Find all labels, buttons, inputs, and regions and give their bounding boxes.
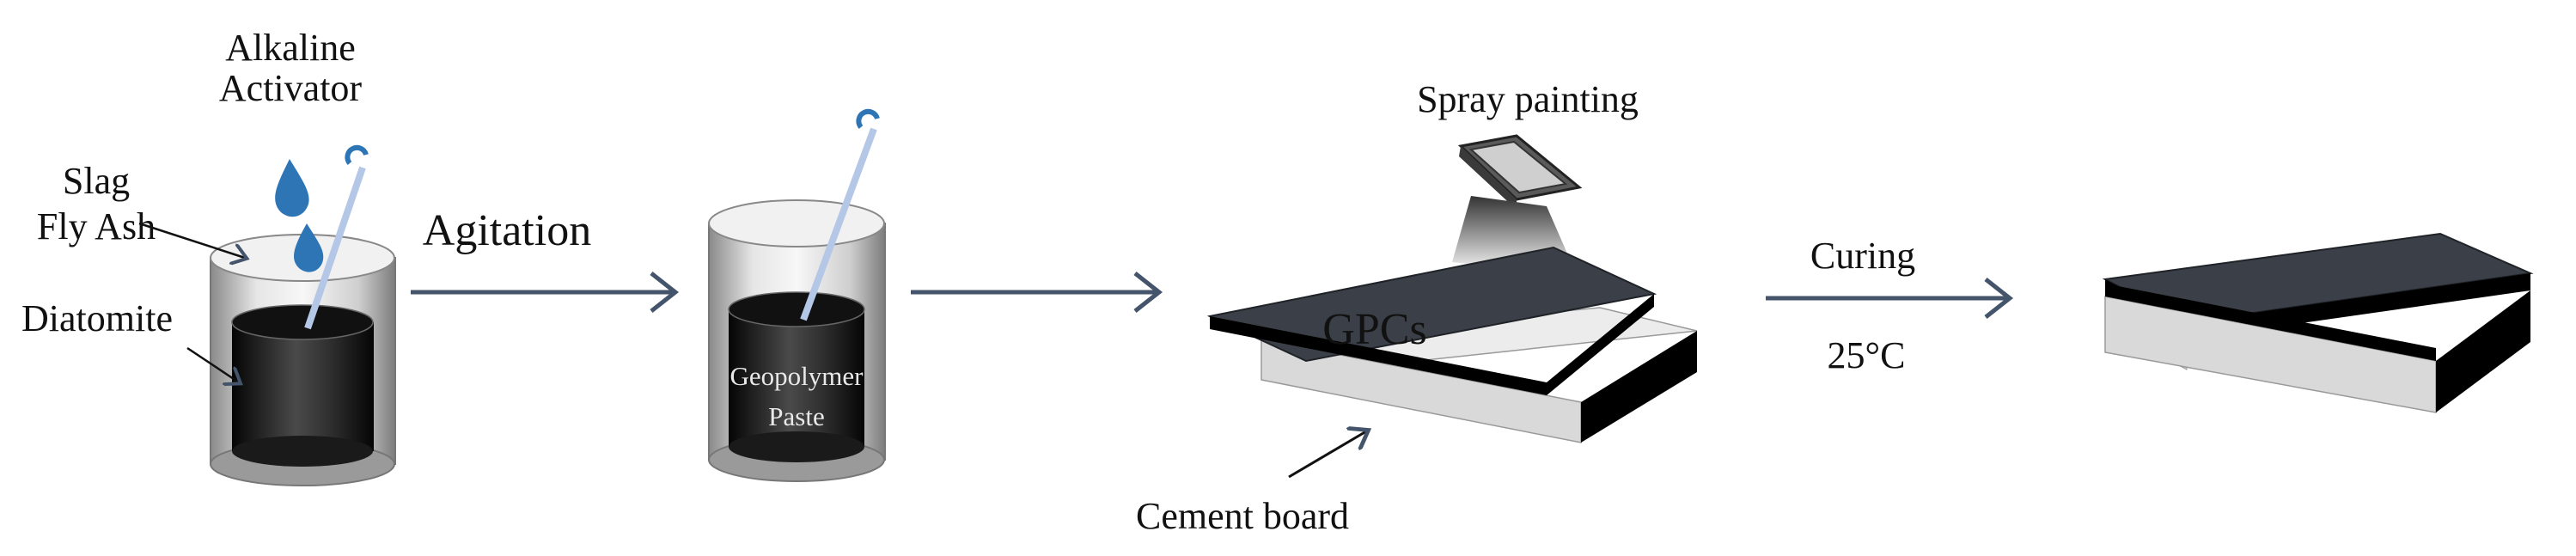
alkaline-label-line2: Activator bbox=[219, 67, 363, 109]
geopolymer-label-line2: Paste bbox=[768, 401, 824, 431]
spray-nozzle-icon bbox=[1457, 134, 1583, 210]
curing-temperature-label: 25°C bbox=[1828, 334, 1906, 376]
stirrer-icon bbox=[304, 144, 369, 330]
process-arrow bbox=[1766, 278, 2014, 319]
gpcs-label: GPCs bbox=[1322, 305, 1426, 354]
fly-ash-label: Fly Ash bbox=[37, 205, 156, 247]
curing-label: Curing bbox=[1810, 235, 1915, 277]
process-arrow bbox=[911, 272, 1163, 313]
geopolymer-label-line1: Geopolymer bbox=[730, 361, 864, 391]
spray-painting-label: Spray painting bbox=[1417, 78, 1639, 120]
water-drop-icon bbox=[294, 223, 324, 272]
agitation-label: Agitation bbox=[423, 206, 591, 255]
gpc-coating bbox=[1206, 246, 1657, 395]
stirrer-icon bbox=[800, 108, 880, 321]
diatomite-label: Diatomite bbox=[21, 297, 173, 339]
water-drop-icon bbox=[275, 159, 309, 217]
diatomite-pointer bbox=[186, 346, 239, 382]
cement-board-pointer bbox=[1288, 431, 1366, 479]
paste-beaker bbox=[708, 199, 886, 482]
alkaline-label-line1: Alkaline bbox=[225, 27, 356, 69]
slag-pointer bbox=[138, 222, 245, 258]
mixing-beaker bbox=[210, 234, 396, 486]
process-arrow bbox=[411, 272, 680, 313]
slag-label: Slag bbox=[63, 160, 130, 202]
cement-board-label: Cement board bbox=[1136, 495, 1349, 537]
cured-panel bbox=[2102, 232, 2534, 413]
